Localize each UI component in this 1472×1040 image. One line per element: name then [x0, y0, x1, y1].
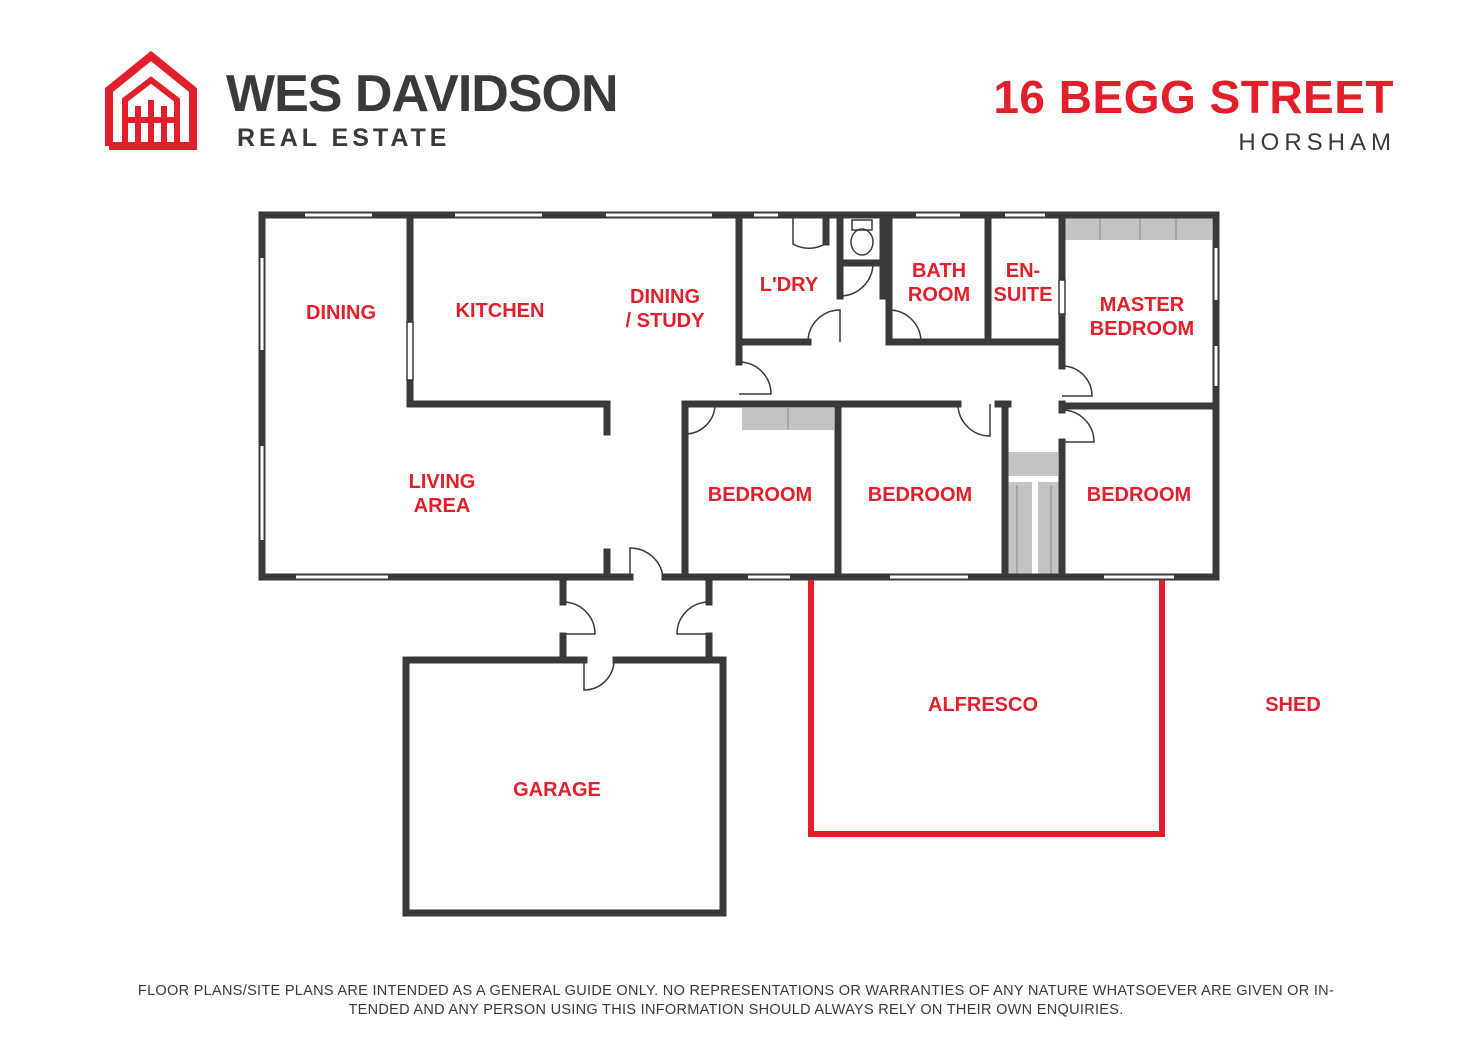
- room-label-dining-study-2: / STUDY: [626, 310, 706, 332]
- brand-subtitle: REAL ESTATE: [237, 124, 451, 152]
- alfresco-outline: [808, 580, 1165, 837]
- disclaimer-line-2: TENDED AND ANY PERSON USING THIS INFORMA…: [348, 1002, 1124, 1018]
- room-label-bedroom-2: BEDROOM: [708, 484, 812, 506]
- header: WES DAVIDSON REAL ESTATE 16 BEGG STREET …: [0, 0, 1472, 190]
- room-label-master-2: BEDROOM: [1090, 318, 1194, 340]
- built-in-robes: [742, 218, 1212, 574]
- room-label-dining-study-1: DINING: [630, 286, 700, 308]
- house-logo-icon: [105, 50, 197, 150]
- room-label-ensuite-2: SUITE: [994, 284, 1053, 306]
- toilet-icon: [850, 219, 874, 256]
- room-label-living-1: LIVING: [409, 471, 476, 493]
- room-label-bathroom-1: BATH: [912, 260, 966, 282]
- room-label-shed: SHED: [1265, 694, 1321, 716]
- brand-name: WES DAVIDSON: [226, 65, 619, 123]
- disclaimer-line-1: FLOOR PLANS/SITE PLANS ARE INTENDED AS A…: [137, 983, 1335, 999]
- room-label-bedroom-4: BEDROOM: [1087, 484, 1191, 506]
- disclaimer: FLOOR PLANS/SITE PLANS ARE INTENDED AS A…: [40, 982, 1432, 1020]
- room-label-kitchen: KITCHEN: [456, 300, 545, 322]
- property-address: 16 BEGG STREET: [993, 71, 1394, 123]
- walls: [258, 211, 1220, 917]
- doors: [406, 218, 1095, 691]
- property-suburb: HORSHAM: [1238, 129, 1396, 156]
- room-label-bedroom-3: BEDROOM: [868, 484, 972, 506]
- room-label-master-1: MASTER: [1100, 294, 1185, 316]
- room-label-garage: GARAGE: [513, 779, 601, 801]
- room-label-laundry: L'DRY: [760, 274, 819, 296]
- room-label-living-2: AREA: [414, 495, 471, 517]
- windows: [260, 213, 1218, 579]
- room-label-bathroom-2: ROOM: [908, 284, 970, 306]
- room-label-alfresco: ALFRESCO: [928, 694, 1038, 716]
- room-label-dining: DINING: [306, 302, 376, 324]
- room-label-ensuite-1: EN-: [1006, 260, 1040, 282]
